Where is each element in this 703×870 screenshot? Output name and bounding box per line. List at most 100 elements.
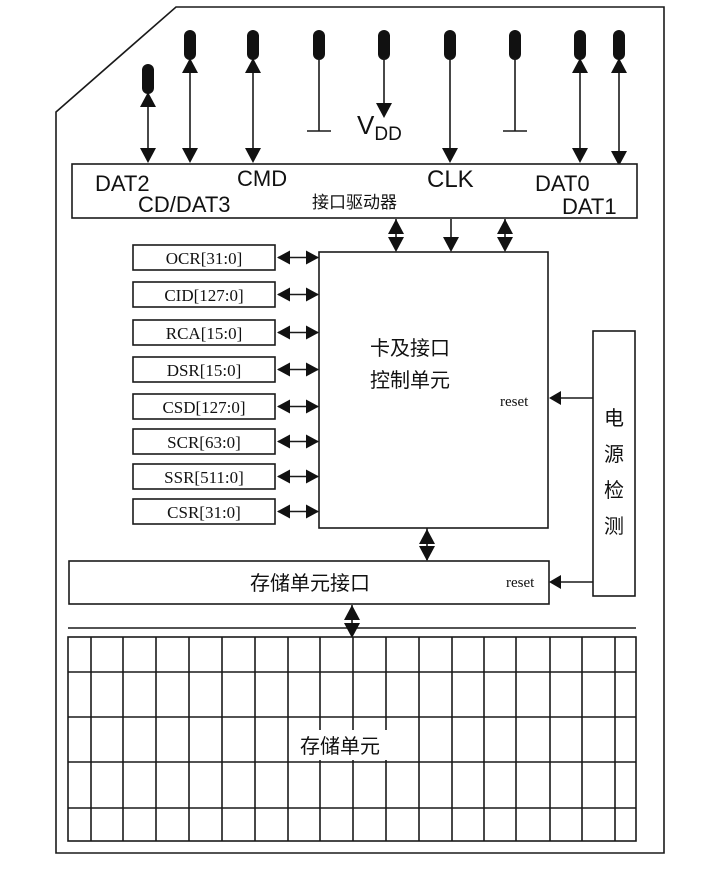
arrow-up-icon: [497, 219, 513, 234]
memory-interface-reset-label: reset: [506, 575, 535, 591]
arrow-right-icon: [306, 325, 319, 340]
driver-to-controller-links: [388, 219, 513, 252]
register-dsr: DSR[15:0]: [132, 356, 319, 383]
register-label: DSR[15:0]: [167, 361, 242, 380]
arrow-left-icon: [277, 287, 290, 302]
controller-label-line2: 控制单元: [370, 368, 450, 392]
arrow-left-icon: [277, 399, 290, 414]
controller-reset-label: reset: [500, 394, 529, 410]
arrow-right-icon: [306, 287, 319, 302]
pin-contact-pad: [247, 30, 259, 60]
register-scr: SCR[63:0]: [132, 428, 319, 455]
pin-contact-pad: [574, 30, 586, 60]
register-box: [132, 463, 276, 490]
register-rca: RCA[15:0]: [132, 319, 319, 346]
arrow-down-icon: [182, 148, 198, 163]
arrow-down-icon: [245, 148, 261, 163]
driver-link-3: [497, 219, 513, 252]
register-label: RCA[15:0]: [166, 324, 243, 343]
arrow-left-icon: [277, 434, 290, 449]
arrow-down-icon: [611, 151, 627, 166]
arrow-up-icon: [245, 58, 261, 73]
register-label: CSD[127:0]: [162, 398, 245, 417]
arrow-down-icon: [376, 103, 392, 118]
pin-label-dat2: DAT2: [95, 171, 150, 196]
power-detect-char: 测: [604, 514, 624, 538]
controller-to-memory-interface-link: [419, 528, 435, 561]
pin-contact-pad: [444, 30, 456, 60]
vdd-label: VDD: [357, 110, 402, 145]
register-csd: CSD[127:0]: [132, 393, 319, 420]
memory-interface-label: 存储单元接口: [250, 571, 370, 595]
arrow-right-icon: [306, 434, 319, 449]
pin-contact-pad: [509, 30, 521, 60]
arrow-left-icon: [277, 504, 290, 519]
register-box: [132, 428, 276, 455]
arrow-down-icon: [419, 546, 435, 561]
pin-contact-pad: [184, 30, 196, 60]
arrow-left-icon: [277, 362, 290, 377]
pin-contact-pad: [613, 30, 625, 60]
arrow-right-icon: [306, 504, 319, 519]
register-box: [132, 319, 276, 346]
arrow-up-icon: [344, 605, 360, 620]
reset-arrowhead-controller: [549, 391, 561, 405]
arrow-down-icon: [572, 148, 588, 163]
memory-core-label: 存储单元: [300, 734, 380, 758]
power-detect-char: 源: [604, 442, 624, 466]
register-ocr: OCR[31:0]: [132, 244, 319, 271]
arrow-right-icon: [306, 250, 319, 265]
pin-label-dat1: DAT1: [562, 194, 617, 219]
pin-label-clk: CLK: [427, 166, 474, 193]
arrow-down-icon: [443, 237, 459, 252]
pin-dat0: [572, 30, 588, 163]
register-label: OCR[31:0]: [166, 249, 243, 268]
register-label: SSR[511:0]: [164, 468, 244, 487]
pin-contact-pad: [378, 30, 390, 60]
arrow-left-icon: [277, 325, 290, 340]
arrow-left-icon: [277, 469, 290, 484]
power-detect-char: 检: [604, 478, 624, 502]
controller-box: [318, 251, 549, 529]
arrow-up-icon: [419, 529, 435, 544]
arrow-right-icon: [306, 362, 319, 377]
pin-group: [140, 30, 627, 166]
pin-cd-dat3: [182, 30, 198, 163]
arrow-down-icon: [388, 237, 404, 252]
pin-contact-pad: [313, 30, 325, 60]
register-box: [132, 393, 276, 420]
pin-label-cmd: CMD: [237, 166, 287, 191]
register-label: CSR[31:0]: [167, 503, 241, 522]
arrow-up-icon: [572, 58, 588, 73]
pin-dat1: [611, 30, 627, 166]
memory-interface-box: [68, 560, 550, 605]
arrow-down-icon: [344, 623, 360, 638]
power-detect-char: 电: [604, 406, 624, 430]
arrow-up-icon: [182, 58, 198, 73]
register-box: [132, 244, 276, 271]
arrow-down-icon: [442, 148, 458, 163]
arrow-down-icon: [497, 237, 513, 252]
driver-link-2: [443, 219, 459, 252]
reset-arrowhead-memory-interface: [549, 575, 561, 589]
arrow-up-icon: [611, 58, 627, 73]
register-box: [132, 281, 276, 308]
memory-interface-to-core-link: [344, 605, 360, 638]
interface-driver-label: 接口驱动器: [312, 193, 397, 213]
arrow-up-icon: [140, 92, 156, 107]
interface-driver-box: [71, 163, 638, 219]
card-outline: [55, 6, 665, 854]
pin-cmd: [245, 30, 261, 163]
register-group: OCR[31:0] CID[127:0] RCA[15:0] DSR[15:0] CSD…: [132, 244, 319, 525]
controller-label-line1: 卡及接口: [370, 336, 450, 360]
memory-core-label-bg: [296, 730, 406, 760]
arrow-right-icon: [306, 399, 319, 414]
arrow-right-icon: [306, 469, 319, 484]
arrow-left-icon: [277, 250, 290, 265]
register-label: CID[127:0]: [164, 286, 243, 305]
pin-contact-pad: [142, 64, 154, 94]
register-csr: CSR[31:0]: [132, 498, 319, 525]
pin-vdd: [376, 30, 392, 118]
pin-vss2: [503, 30, 527, 132]
